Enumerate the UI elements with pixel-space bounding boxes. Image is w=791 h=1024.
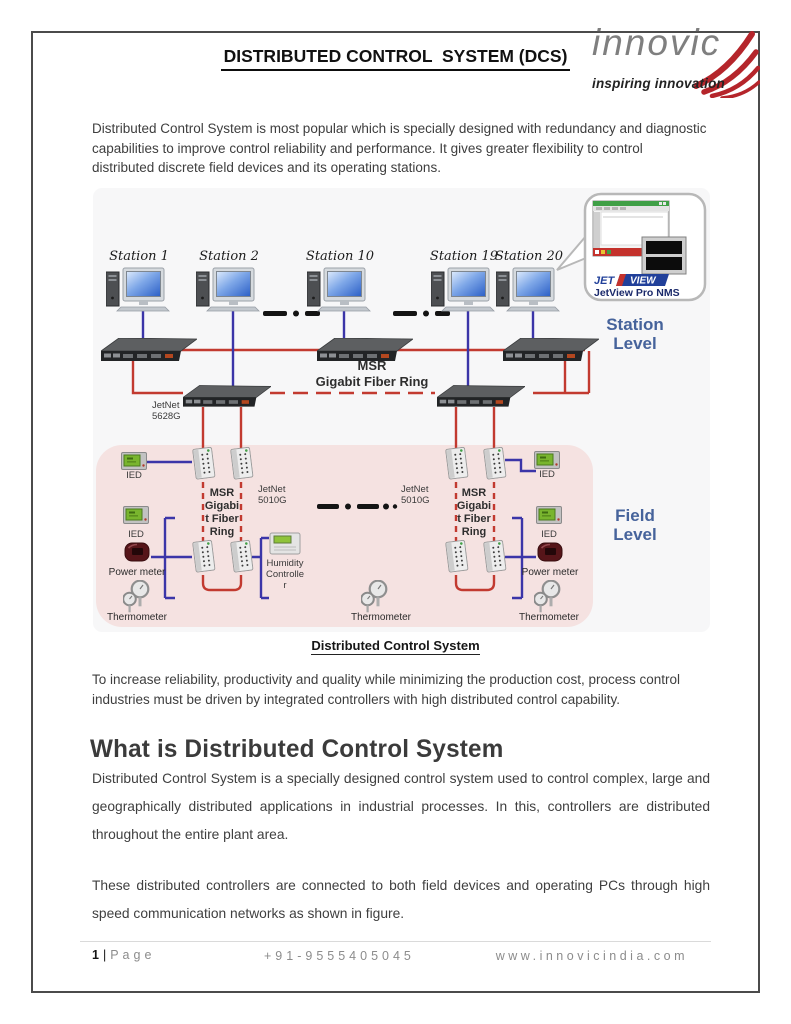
- jetview-view-text: VIEW: [630, 276, 657, 287]
- field-ring-line: Ring: [210, 526, 234, 538]
- din-switch-icon: [192, 539, 216, 573]
- din-switch-icon: [483, 446, 507, 480]
- header: DISTRIBUTED CONTROL SYSTEM (DCS): [0, 46, 791, 71]
- page-number-block: 1|Page: [92, 948, 155, 962]
- station-level-label-line2: Level: [613, 334, 656, 353]
- ied-label: IED: [539, 469, 555, 480]
- figure-caption: Distributed Control System: [311, 638, 480, 655]
- field-level-label-line1: Field: [615, 506, 655, 525]
- nms-app-window: [592, 200, 670, 257]
- page-number: 1: [92, 948, 101, 962]
- humidity-controller-icon: [269, 532, 301, 555]
- footer-website: www.innovicindia.com: [495, 949, 688, 963]
- jetnet5010-left-line1: JetNet: [258, 484, 286, 495]
- field-ring-line: t Fiber: [457, 513, 491, 525]
- power-meter-label: Power meter: [109, 567, 166, 578]
- ied-icon: [536, 506, 562, 524]
- footer-phone: +91-9555405045: [264, 949, 415, 963]
- dcs-network-diagram: Station 1 Station 2 Station 10 Station 1…: [93, 188, 710, 632]
- ied-icon: [121, 452, 147, 470]
- footer-divider: [80, 941, 711, 942]
- jetview-wordmark: JET VIEW: [594, 274, 669, 287]
- diagram-canvas: Station 1 Station 2 Station 10 Station 1…: [93, 188, 710, 632]
- power-meter-icon: [124, 542, 150, 562]
- reliability-paragraph: To increase reliability, productivity an…: [92, 672, 681, 707]
- page-footer: 1|Page +91-9555405045 www.innovicindia.c…: [0, 948, 791, 966]
- definition-paragraph: Distributed Control System is a speciall…: [92, 771, 710, 842]
- power-meter-label: Power meter: [522, 567, 579, 578]
- station-10-label: Station 10: [306, 249, 374, 264]
- figure-caption-row: Distributed Control System: [0, 637, 791, 655]
- ied-label: IED: [541, 529, 557, 540]
- network-blue-lines: [141, 311, 536, 600]
- field-level-zone: [96, 445, 593, 627]
- din-switch-icon: [483, 539, 507, 573]
- humidity-label-line2: Controlle: [266, 569, 304, 580]
- field-ring-line: t Fiber: [205, 513, 239, 525]
- logo-tagline-text: inspiring innovation: [592, 76, 725, 91]
- jetview-product-name: JetView Pro NMS: [594, 287, 680, 299]
- jetnet5010-right-line1: JetNet: [401, 484, 429, 495]
- thermometer-label: Thermometer: [351, 612, 412, 623]
- ied-label: IED: [128, 529, 144, 540]
- field-ring-line: Gigabi: [457, 500, 491, 512]
- ied-icon: [534, 451, 560, 469]
- footer-separator: |: [102, 948, 107, 962]
- thermometer-label: Thermometer: [519, 612, 580, 623]
- thermometer-label: Thermometer: [107, 612, 168, 623]
- nms-dual-display: [641, 236, 687, 275]
- din-switch-icon: [230, 446, 254, 480]
- jetnet5628-label-line2: 5628G: [152, 411, 181, 422]
- station-20-label: Station 20: [495, 249, 563, 264]
- station-1-label: Station 1: [109, 249, 169, 264]
- field-ring-line: MSR: [210, 487, 235, 499]
- jetview-jet-text: JET: [594, 275, 615, 287]
- station-level-label-line1: Station: [606, 315, 664, 334]
- humidity-label-line3: r: [283, 580, 286, 591]
- jetview-callout: JET VIEW JetView Pro NMS: [556, 192, 707, 302]
- section-heading: What is Distributed Control System: [90, 734, 504, 763]
- intro-paragraph: Distributed Control System is most popul…: [92, 121, 707, 175]
- din-switch-icon: [445, 446, 469, 480]
- field-devices: [121, 451, 563, 614]
- field-ring-label-right: MSR Gigabi t Fiber Ring: [457, 487, 492, 538]
- field-level-label-line2: Level: [613, 525, 656, 544]
- company-logo: innovic inspiring innovation: [586, 22, 760, 100]
- continuation-dashes: [263, 310, 450, 510]
- din-switch-icon: [230, 539, 254, 573]
- station-19-label: Station 19: [430, 249, 498, 264]
- din-switch-icon: [192, 446, 216, 480]
- field-ring-line: Ring: [462, 526, 486, 538]
- humidity-label-line1: Humidity: [267, 558, 304, 569]
- jetnet5628-label-line1: JetNet: [152, 400, 180, 411]
- power-meter-icon: [537, 542, 563, 562]
- msr-ring-label-line2: Gigabit Fiber Ring: [316, 374, 429, 389]
- page-title: DISTRIBUTED CONTROL SYSTEM (DCS): [220, 46, 571, 71]
- logo-brand-text: innovic: [592, 22, 722, 63]
- field-ring-label-left: MSR Gigabi t Fiber Ring: [205, 487, 240, 538]
- msr-ring-label-line1: MSR: [358, 358, 388, 373]
- logo-swoosh-icon: [694, 31, 760, 98]
- din-switch-icon: [445, 539, 469, 573]
- page-word: Page: [110, 948, 156, 962]
- field-ring-line: MSR: [462, 487, 487, 499]
- controllers-paragraph: These distributed controllers are connec…: [92, 878, 710, 921]
- station-2-label: Station 2: [199, 249, 259, 264]
- ied-label: IED: [126, 470, 142, 481]
- jetnet5010-right-line2: 5010G: [401, 495, 430, 506]
- ied-icon: [123, 506, 149, 524]
- field-ring-line: Gigabi: [205, 500, 239, 512]
- jetnet5010-left-line2: 5010G: [258, 495, 287, 506]
